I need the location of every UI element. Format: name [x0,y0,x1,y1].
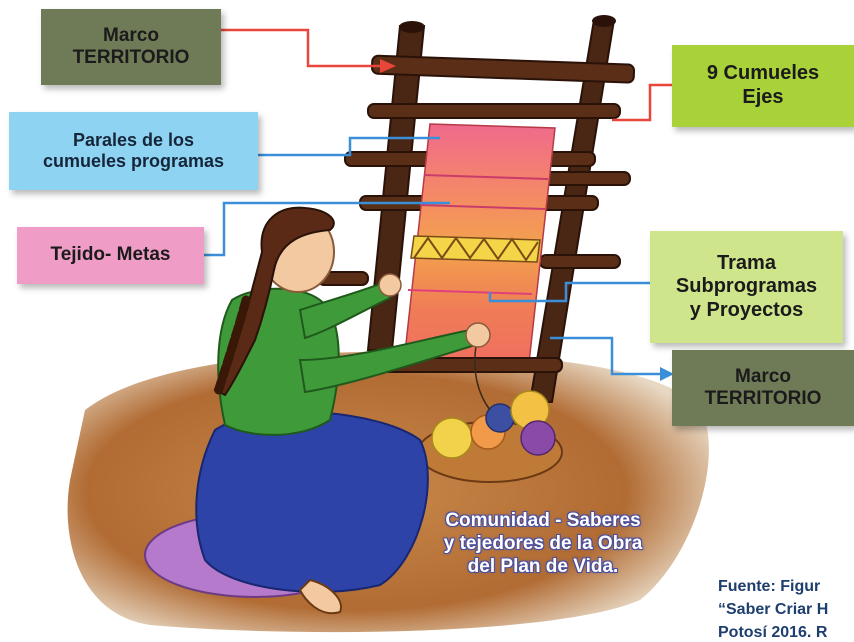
connector-cumueles [612,83,672,122]
yarn-ball-yellow [431,417,473,459]
loom-crossbar [367,103,621,119]
label-trama-subprogramas: Trama Subprogramas y Proyectos [650,231,843,343]
textile-stripe [419,204,546,210]
arrowhead-marco-bottom [660,367,674,381]
textile-stripe [423,174,549,180]
label-cumueles-ejes: 9 Cumueles Ejes [672,45,854,127]
connector-marco-top [221,28,380,68]
textile-stripe [407,289,533,295]
yarn-ball-blue [485,403,515,433]
weaver-foot [298,578,342,615]
textile-zigzag [413,236,539,262]
loom-top-bar [370,54,636,84]
connector-marco-bottom [550,336,660,376]
label-marco-territorio-top: Marco TERRITORIO [41,9,221,85]
weaver-hand [378,273,402,297]
weaver-arm [298,280,392,340]
yarn-ball-purple [520,420,556,456]
weaver-skirt [195,410,429,593]
connector-trama [488,281,650,303]
source-line-3: Potosí 2016. R [718,624,828,641]
arrowhead-marco-top [380,59,396,73]
weaver-braid [213,295,251,397]
community-caption: Comunidad - Saberes y tejedores de la Ob… [443,510,643,577]
source-line-1: Fuente: Figur [718,578,821,595]
source-line-2: “Saber Criar H [718,601,829,618]
weaver-hand [465,322,491,348]
label-paralelos-programas: Parales de los cumueles programas [9,112,258,190]
connector-paralelos [258,136,440,157]
loom-right-post-top [592,15,616,27]
label-tejido-metas: Tejido- Metas [17,227,204,284]
loom-crossbar [539,254,621,269]
loom-left-post-top [399,21,425,33]
label-marco-territorio-bottom: Marco TERRITORIO [672,350,854,426]
connector-tejido [204,201,450,257]
